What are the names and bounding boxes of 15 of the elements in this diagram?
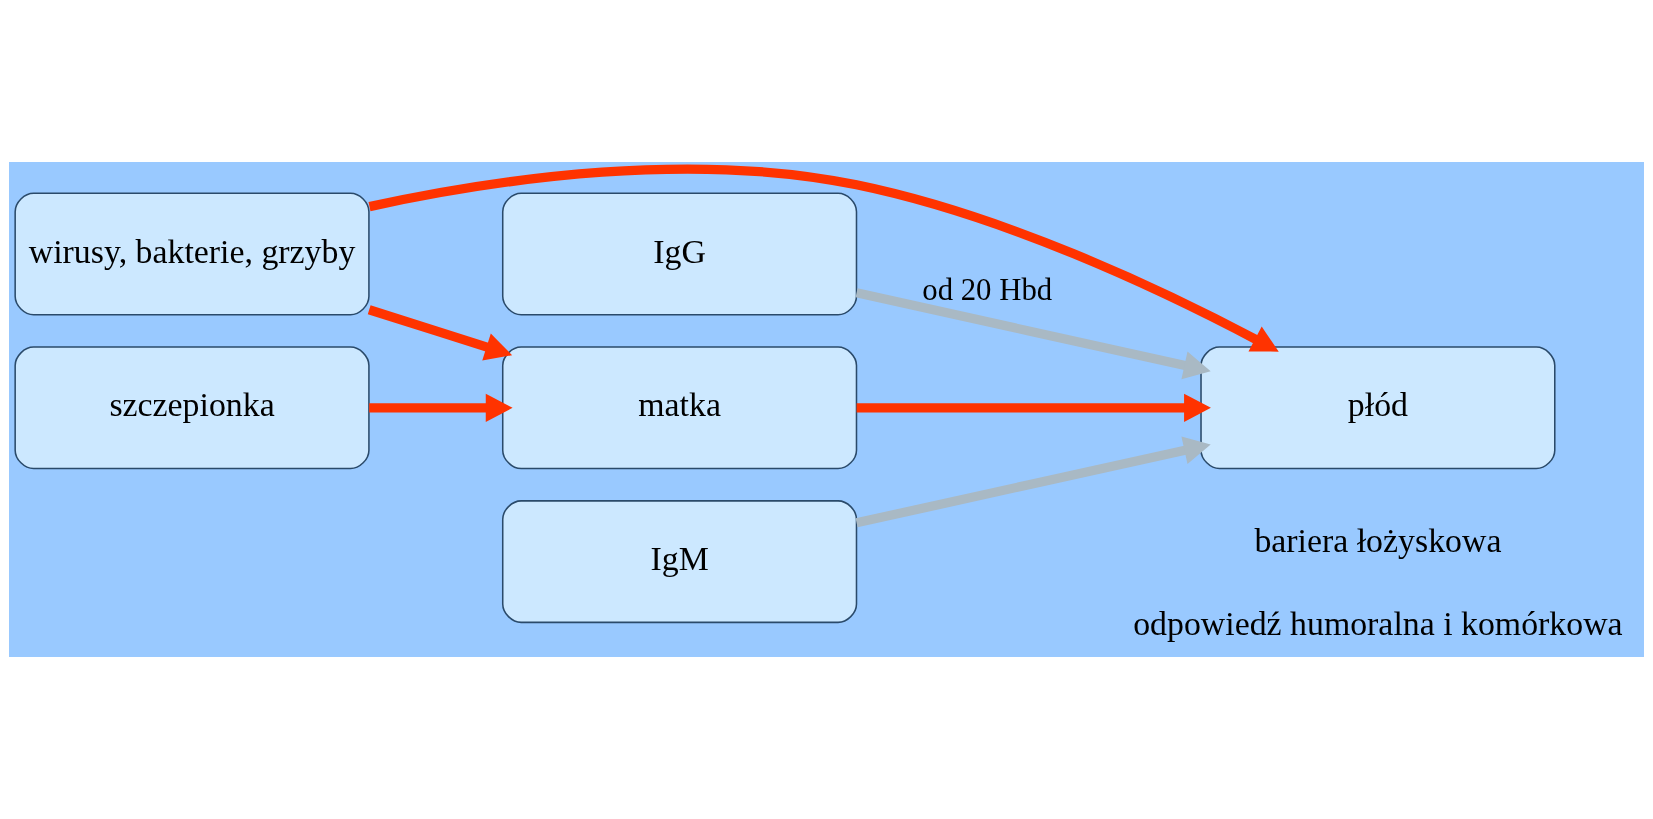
node-box: matka (501, 346, 858, 470)
node-box: płód (1200, 346, 1556, 470)
edge-label: od 20 Hbd (922, 273, 1053, 308)
arrow (856, 393, 1211, 422)
label: odpowiedź humoralna i komórkowa (1133, 604, 1623, 642)
label: bariera łożyskowa (1254, 521, 1502, 559)
node-box: IgM (501, 500, 858, 624)
arrow (855, 288, 1211, 380)
node-box: wirusy, bakterie, grzyby (14, 192, 370, 316)
arrow (367, 305, 513, 361)
arrow (855, 436, 1211, 528)
node-box: szczepionka (14, 346, 370, 470)
arrow (369, 393, 513, 422)
arrow (368, 164, 1279, 352)
node-box: IgG (501, 192, 858, 316)
